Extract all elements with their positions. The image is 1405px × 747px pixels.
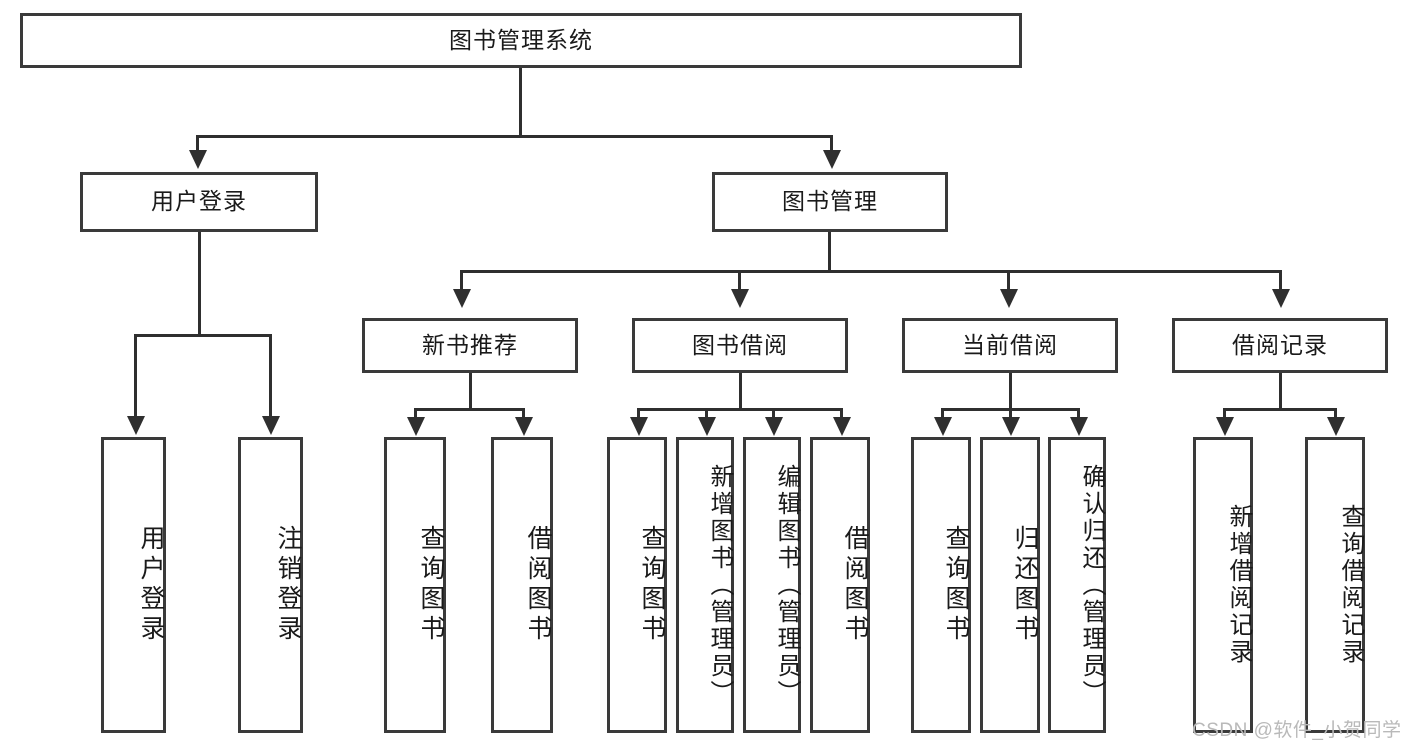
leaf-add-record[interactable]: 新增借阅记录 [1193,437,1253,733]
arrow-to-leaf-user-login [127,416,145,435]
edge-user-login-drop-1 [134,334,137,419]
edge-book-manage-drop-2 [738,270,741,292]
leaf-confirm-return[interactable]: 确认归还（管理员） [1048,437,1106,733]
leaf-return-book[interactable]: 归还图书 [980,437,1040,733]
leaf-user-logout[interactable]: 注销登录 [238,437,303,733]
edge-root-drop-right [830,135,833,155]
arrow-to-leaf-borrow-book-2 [833,417,851,436]
node-root-system[interactable]: 图书管理系统 [20,13,1022,68]
edge-br-drop-1 [1223,408,1226,420]
edge-bb-drop-2 [705,408,708,420]
edge-br-drop-2 [1334,408,1337,420]
edge-cb-drop-2 [1009,408,1012,420]
leaf-query-book-1[interactable]: 查询图书 [384,437,446,733]
edge-new-book-rec-bus [414,408,525,411]
edge-borrow-record-stem [1279,373,1282,410]
edge-user-login-drop-2 [269,334,272,419]
edge-cb-drop-1 [941,408,944,420]
leaf-query-record[interactable]: 查询借阅记录 [1305,437,1365,733]
edge-root-stem [519,68,522,135]
arrow-to-leaf-query-book-2 [630,417,648,436]
edge-book-manage-drop-4 [1279,270,1282,292]
node-borrow-record[interactable]: 借阅记录 [1172,318,1388,373]
node-book-manage[interactable]: 图书管理 [712,172,948,232]
leaf-query-book-3[interactable]: 查询图书 [911,437,971,733]
edge-cb-drop-3 [1077,408,1080,420]
arrow-to-book-manage [823,150,841,169]
leaf-edit-book[interactable]: 编辑图书（管理员） [743,437,801,733]
node-new-book-rec[interactable]: 新书推荐 [362,318,578,373]
edge-nbr-drop-2 [522,408,525,420]
arrow-to-leaf-edit-book [765,417,783,436]
edge-current-borrow-stem [1009,373,1012,410]
leaf-borrow-book-2[interactable]: 借阅图书 [810,437,870,733]
arrow-to-new-book-rec [453,289,471,308]
edge-book-borrow-bus [637,408,843,411]
leaf-query-book-2[interactable]: 查询图书 [607,437,667,733]
edge-new-book-rec-stem [469,373,472,410]
leaf-add-book[interactable]: 新增图书（管理员） [676,437,734,733]
node-book-borrow[interactable]: 图书借阅 [632,318,848,373]
arrow-to-leaf-borrow-book-1 [515,417,533,436]
arrow-to-leaf-return-book [1002,417,1020,436]
edge-nbr-drop-1 [414,408,417,420]
edge-user-login-bus [134,334,272,337]
arrow-to-leaf-user-logout [262,416,280,435]
edge-book-manage-stem [828,232,831,272]
arrow-to-leaf-query-record [1327,417,1345,436]
arrow-to-current-borrow [1000,289,1018,308]
arrow-to-leaf-query-book-1 [407,417,425,436]
node-user-login[interactable]: 用户登录 [80,172,318,232]
edge-user-login-stem [198,232,201,337]
leaf-user-login[interactable]: 用户登录 [101,437,166,733]
edge-book-manage-drop-1 [460,270,463,292]
node-current-borrow[interactable]: 当前借阅 [902,318,1118,373]
arrow-to-leaf-add-record [1216,417,1234,436]
edge-book-borrow-stem [739,373,742,410]
arrow-to-user-login [189,150,207,169]
edge-bb-drop-1 [637,408,640,420]
arrow-to-leaf-query-book-3 [934,417,952,436]
arrow-to-borrow-record [1272,289,1290,308]
edge-book-manage-bus [460,270,1282,273]
edge-bb-drop-4 [840,408,843,420]
edge-bb-drop-3 [772,408,775,420]
arrow-to-leaf-add-book [698,417,716,436]
leaf-borrow-book-1[interactable]: 借阅图书 [491,437,553,733]
edge-root-bus [196,135,833,138]
edge-book-manage-drop-3 [1007,270,1010,292]
edge-borrow-record-bus [1223,408,1337,411]
arrow-to-leaf-confirm-return [1070,417,1088,436]
arrow-to-book-borrow [731,289,749,308]
edge-root-drop-left [196,135,199,155]
